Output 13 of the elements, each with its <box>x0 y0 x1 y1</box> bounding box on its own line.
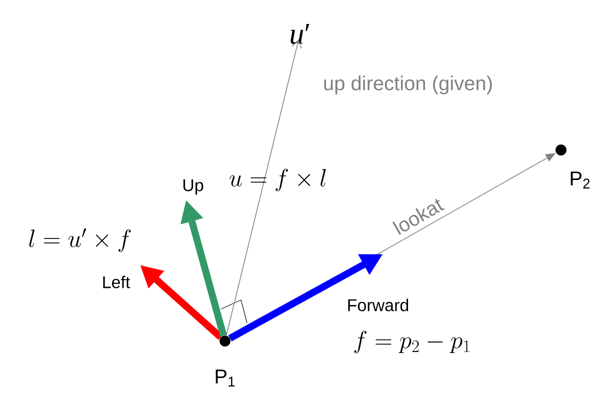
formula: $f = p_2 - p_1$ <box>354 330 470 354</box>
point-dot <box>220 336 230 346</box>
edge-label: Left <box>100 274 132 290</box>
point-dot <box>556 144 566 156</box>
point-label: P$_{2}$ <box>570 172 590 188</box>
formula: $u = f \times l$ <box>229 168 326 192</box>
edge-label: Up <box>181 178 205 196</box>
vector-label: u′ <box>290 24 310 44</box>
arrow <box>226 40 302 336</box>
point-label: P$_{1}$ <box>216 370 235 386</box>
edge-label: up direction (given) <box>322 74 494 96</box>
formula: $l = u' \times f$ <box>29 228 131 252</box>
edge-label: Forward <box>346 298 410 312</box>
